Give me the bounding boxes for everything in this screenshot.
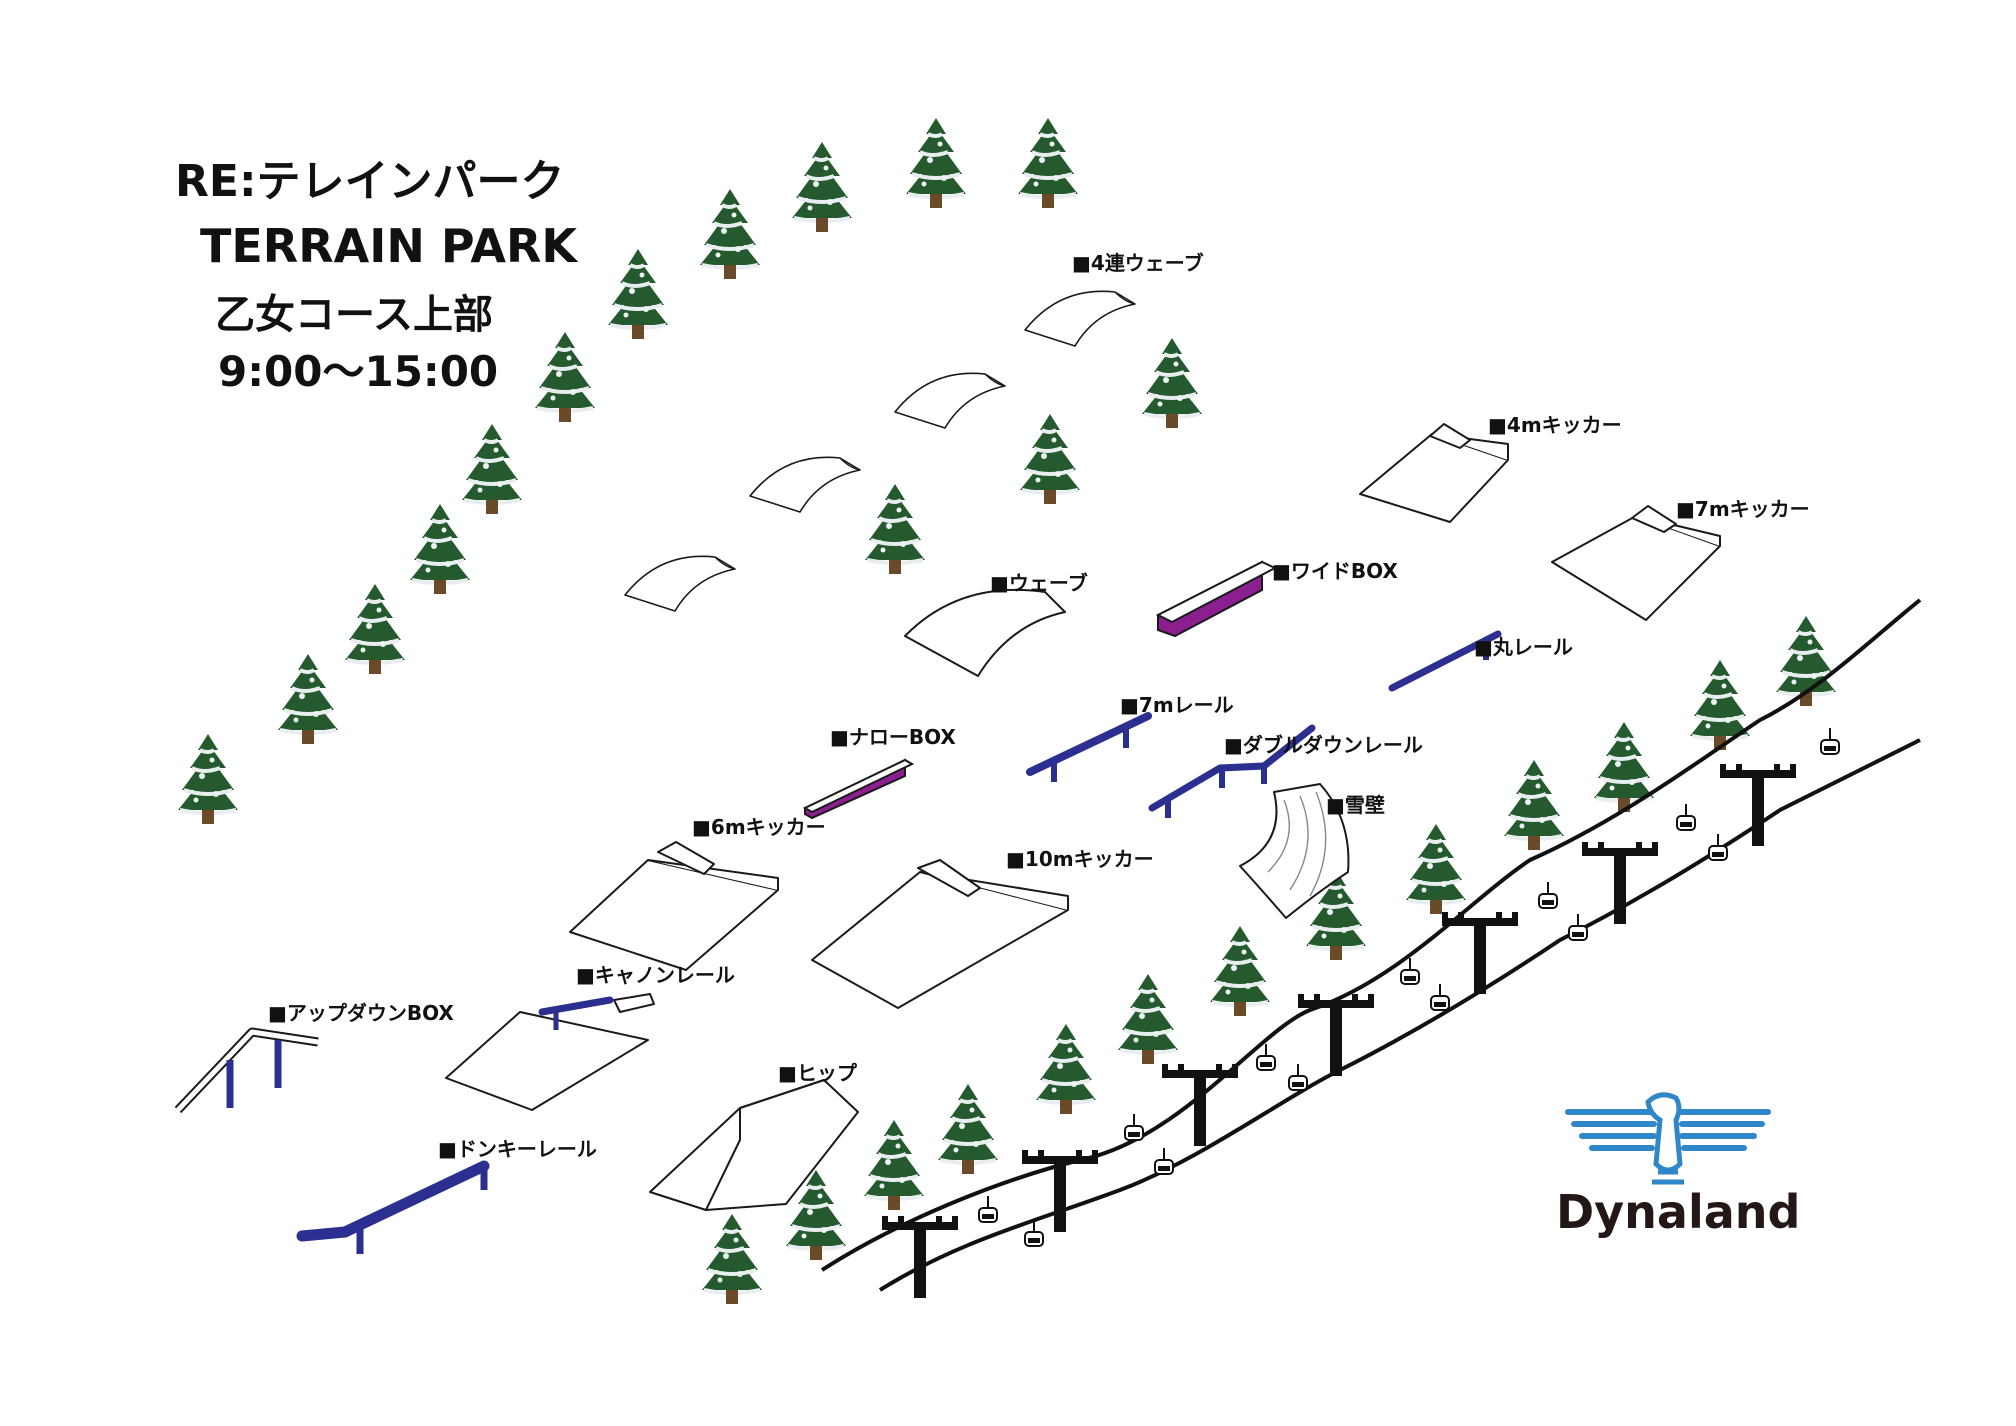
double-down-rail-feature	[1148, 724, 1316, 818]
hip-feature	[649, 1079, 859, 1211]
pine-tree-icon	[176, 732, 240, 826]
brand-name: Dynaland	[1556, 1185, 1800, 1239]
operating-hours: 9:00〜15:00	[218, 347, 498, 396]
map-header: RE:テレインパーク TERRAIN PARK 乙女コース上部 9:00〜15:…	[175, 156, 579, 396]
pine-tree-icon	[606, 247, 670, 341]
lift-pole-icon	[1298, 994, 1374, 1076]
feature-labels: ■4連ウェーブ ■4mキッカー ■7mキッカー ■ワイドBOX ■ウェーブ ■丸…	[268, 251, 1810, 1161]
pine-tree-icon	[1688, 658, 1752, 752]
narrow-box-feature	[802, 758, 915, 820]
pine-tree-icon	[276, 652, 340, 746]
chairlift-chair-icon	[1820, 727, 1840, 755]
pine-tree-icon	[408, 502, 472, 596]
label-donkey-rail: ■ドンキーレール	[438, 1137, 597, 1161]
label-up-down-box: ■アップダウンBOX	[268, 1001, 454, 1025]
kicker-10m-feature	[811, 859, 1069, 1009]
tree-cluster-center	[863, 336, 1204, 576]
chairlift-chair-icon	[1568, 913, 1588, 941]
chairlift-chair-icon	[1676, 803, 1696, 831]
chairlift-chair-icon	[978, 1195, 998, 1223]
rail-7m-feature	[1026, 712, 1152, 782]
round-rail-feature	[1388, 630, 1502, 692]
pine-tree-icon	[1116, 972, 1180, 1066]
pine-tree-icon	[533, 330, 597, 424]
pine-tree-icon	[1208, 924, 1272, 1018]
pine-tree-icon	[904, 116, 968, 210]
chairlift-chair-icon	[1708, 833, 1728, 861]
kicker-6m-feature	[569, 841, 779, 971]
lift-cable-lower	[878, 738, 1921, 1292]
pine-tree-icon	[1502, 758, 1566, 852]
course-name: 乙女コース上部	[215, 292, 493, 338]
chairlift-chair-icon	[1154, 1147, 1174, 1175]
label-wave: ■ウェーブ	[990, 571, 1088, 595]
pine-tree-icon	[1140, 336, 1204, 430]
pine-tree-icon	[862, 1118, 926, 1212]
eagle-logo-icon	[1565, 1092, 1771, 1185]
pine-tree-icon	[1404, 822, 1468, 916]
chairlift-chair-icon	[1430, 983, 1450, 1011]
chairlift-chair-icon	[1288, 1063, 1308, 1091]
kicker-7m-feature	[1551, 505, 1721, 621]
pine-tree-icon	[698, 187, 762, 281]
label-kicker-10m: ■10mキッカー	[1006, 847, 1154, 871]
pine-tree-icon	[863, 482, 927, 576]
label-double-down-rail: ■ダブルダウンレール	[1224, 733, 1423, 757]
label-round-rail: ■丸レール	[1474, 635, 1573, 659]
pine-tree-icon	[1034, 1022, 1098, 1116]
wide-box-feature	[1155, 560, 1278, 638]
pine-tree-icon	[936, 1082, 1000, 1176]
pine-tree-icon	[1016, 116, 1080, 210]
chairlift	[820, 598, 1922, 1298]
wave-feature	[904, 588, 1066, 677]
park-title-en: TERRAIN PARK	[200, 219, 579, 273]
lift-pole-icon	[1582, 842, 1658, 924]
lift-pole-icon	[1442, 912, 1518, 994]
label-kicker-7m: ■7mキッカー	[1676, 497, 1810, 521]
chairlift-chair-icon	[1124, 1113, 1144, 1141]
kicker-4m-feature	[1359, 423, 1509, 523]
donkey-rail-feature	[296, 1160, 490, 1254]
pine-tree-icon	[1018, 412, 1082, 506]
snow-wall-feature	[1239, 783, 1350, 919]
label-cannon-rail: ■キャノンレール	[576, 963, 735, 987]
park-title-ja: RE:テレインパーク	[175, 156, 565, 207]
lift-pole-icon	[1162, 1064, 1238, 1146]
up-down-box-feature	[174, 1027, 319, 1114]
label-wide-box: ■ワイドBOX	[1272, 559, 1398, 583]
pine-tree-icon	[460, 422, 524, 516]
dynaland-logo: Dynaland	[1556, 1092, 1800, 1239]
label-narrow-box: ■ナローBOX	[830, 725, 956, 749]
lift-pole-icon	[1720, 764, 1796, 846]
label-snow-wall: ■雪壁	[1326, 793, 1385, 817]
chairlift-chair-icon	[1538, 881, 1558, 909]
pine-tree-icon	[700, 1212, 764, 1306]
lift-pole-icon	[882, 1216, 958, 1298]
pine-tree-icon	[343, 582, 407, 676]
label-kicker-4m: ■4mキッカー	[1488, 413, 1622, 437]
label-hip: ■ヒップ	[778, 1061, 858, 1085]
label-four-wave: ■4連ウェーブ	[1072, 251, 1204, 275]
cannon-rail-feature	[445, 993, 655, 1111]
pine-tree-icon	[790, 140, 854, 234]
label-kicker-6m: ■6mキッカー	[692, 815, 826, 839]
label-rail-7m: ■7mレール	[1120, 693, 1234, 717]
lift-cable-upper	[820, 598, 1922, 1272]
